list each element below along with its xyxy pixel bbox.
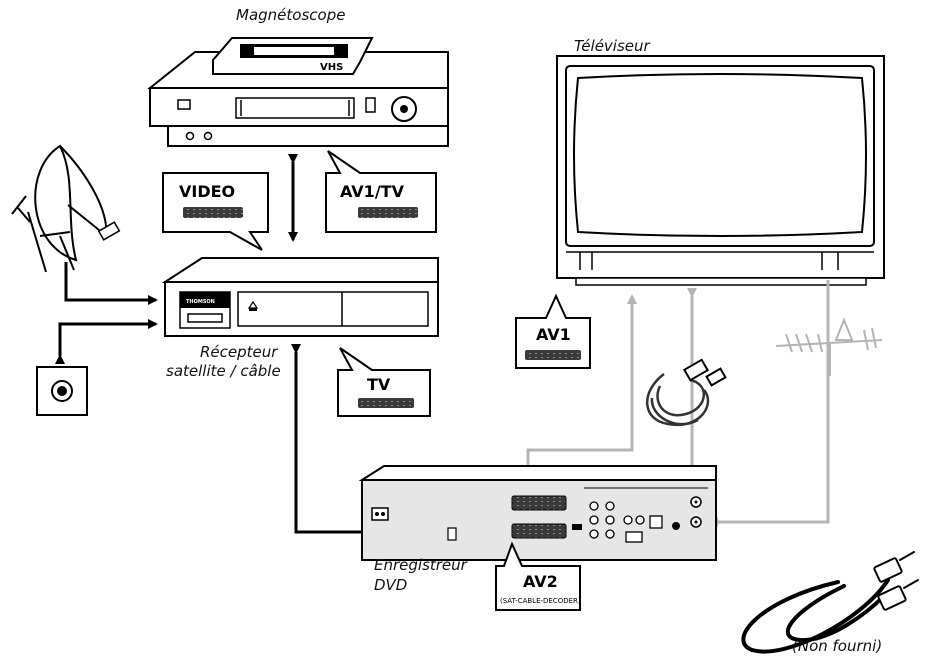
- tv-caption: Téléviseur: [574, 37, 650, 55]
- scart-icon: [183, 207, 243, 218]
- video-label: VIDEO: [179, 182, 235, 201]
- scart-icon: [358, 207, 418, 218]
- dvd-caption-line1: Enregistreur: [374, 556, 467, 574]
- dvd-recorder: [358, 465, 717, 561]
- receiver-caption-line2: satellite / câble: [166, 362, 281, 380]
- scart-port-av1: [511, 495, 567, 511]
- scart-port-av2: [511, 523, 567, 539]
- dvd-caption-line2: DVD: [374, 576, 408, 594]
- vcr: VHS: [147, 37, 449, 147]
- thomson-label: THOMSON: [186, 299, 215, 305]
- dish-cable: [64, 262, 158, 305]
- av2-label: AV2: [523, 572, 558, 591]
- television: [556, 55, 885, 286]
- wall-socket-icon: [36, 366, 88, 416]
- video-callout: VIDEO: [162, 172, 269, 251]
- socket-cable: [55, 319, 158, 364]
- av2-sub-label: (SAT-CABLE-DECODER): [500, 597, 581, 605]
- av1tv-label: AV1/TV: [340, 182, 405, 201]
- vhs-label: VHS: [320, 62, 343, 73]
- av1tv-callout: AV1/TV: [325, 150, 437, 233]
- vhs-cassette: VHS: [212, 37, 374, 75]
- satellite-dish-icon: [11, 144, 121, 273]
- av1-callout: AV1: [515, 293, 591, 369]
- antenna-cable: [708, 280, 830, 527]
- vcr-caption: Magnétoscope: [236, 6, 346, 24]
- av1-label: AV1: [536, 325, 571, 344]
- tv-callout: TV: [337, 347, 431, 417]
- antenna-icon: [775, 317, 883, 376]
- not-supplied-caption: (Non fourni): [792, 637, 883, 655]
- scart-icon: [525, 350, 581, 360]
- av2-callout: AV2 (SAT-CABLE-DECODER): [495, 541, 581, 611]
- scart-icon: [358, 398, 414, 408]
- rca-cable-icon: [646, 358, 727, 427]
- scart-cable-icon: [741, 551, 919, 654]
- satellite-receiver: THOMSON: [161, 257, 439, 337]
- tv-label: TV: [367, 375, 391, 394]
- receiver-caption-line1: Récepteur: [200, 343, 278, 361]
